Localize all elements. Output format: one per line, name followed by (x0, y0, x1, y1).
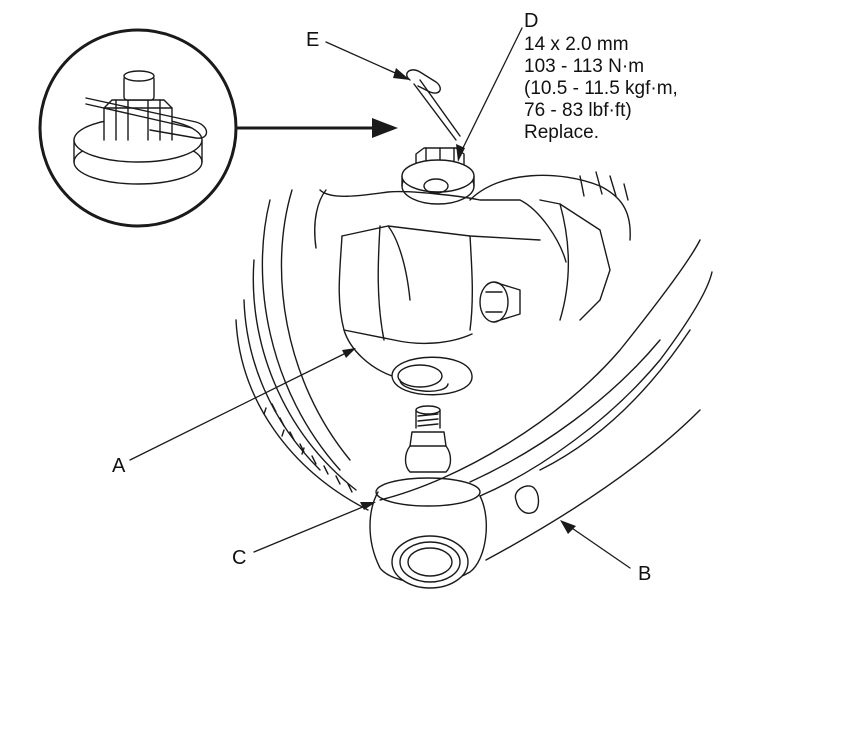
steering-knuckle (314, 171, 631, 396)
spec-torque-kgfm: (10.5 - 11.5 kgf·m, (524, 78, 678, 99)
spec-note: Replace. (524, 122, 599, 143)
castle-nut-spec: 14 x 2.0 mm 103 - 113 N·m (10.5 - 11.5 k… (524, 34, 678, 144)
callout-label-b: B (638, 563, 652, 585)
ball-joint-stud (404, 405, 452, 473)
callout-label-a: A (112, 455, 126, 477)
callout-label-e: E (306, 29, 320, 51)
callout-label-d: D (524, 10, 539, 32)
detail-inset (38, 28, 238, 228)
castle-nut (401, 147, 475, 205)
spec-torque-nm: 103 - 113 N·m (524, 56, 645, 77)
callout-label-c: C (232, 547, 247, 569)
cotter-pin (406, 69, 461, 141)
lower-control-arm (369, 239, 713, 589)
brake-disc (235, 189, 369, 511)
leader-lines (129, 27, 631, 569)
spec-torque-lbfft: 76 - 83 lbf·ft) (524, 100, 632, 121)
spec-size: 14 x 2.0 mm (524, 34, 629, 55)
inset-arrow (236, 118, 398, 138)
